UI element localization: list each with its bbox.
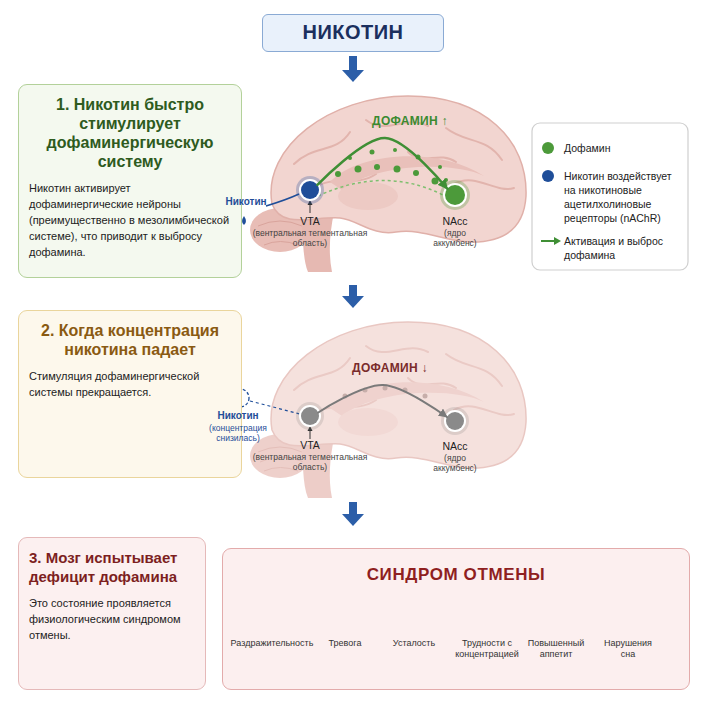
arrow-shaft xyxy=(349,56,357,72)
region-name: VTA xyxy=(245,215,375,228)
legend-swatch xyxy=(542,170,554,182)
dopamine-dot xyxy=(394,166,401,173)
title-box: НИКОТИН xyxy=(262,14,444,52)
dopamine-pathway-arrow xyxy=(318,385,447,417)
step-box: 2. Когда концентрация никотина падаетСти… xyxy=(18,310,242,478)
box-heading: 1. Никотин быстро стимулирует дофаминерг… xyxy=(29,95,231,171)
edge-label: ДОФАМИН ↓ xyxy=(340,361,440,375)
nacc-circle: NAcc(ядро аккумбенс) xyxy=(446,412,464,430)
faded-dot xyxy=(363,388,368,393)
dopamine-dot xyxy=(374,164,380,170)
circle-caption: VTA(вентральная тегментальная область) xyxy=(245,439,375,472)
dopamine-dot xyxy=(370,150,375,155)
arrow-head xyxy=(342,70,364,82)
dopamine-pathway-arrow xyxy=(317,138,447,189)
dopamine-dot xyxy=(355,166,362,173)
arrow-head xyxy=(342,296,364,308)
connectors xyxy=(317,138,447,417)
nicotine-label: (концентрация снизилась) xyxy=(205,423,271,443)
legend-box xyxy=(532,123,688,270)
dopamine-dots xyxy=(335,148,448,185)
symptom-label: Повышенный аппетит xyxy=(523,638,589,660)
legend-text: Никотин воздействует на никотиновые ацет… xyxy=(564,169,682,225)
dopamine-dot xyxy=(444,178,448,182)
nacc-circle: NAcc(ядро аккумбенс) xyxy=(445,185,465,205)
circle-caption: NAcc(ядро аккумбенс) xyxy=(423,440,487,473)
dopamine-dot xyxy=(438,165,442,169)
faded-dot xyxy=(343,394,348,399)
region-description: (вентральная тегментальная область) xyxy=(245,452,375,472)
region-description: (ядро аккумбенс) xyxy=(423,453,487,473)
dopamine-dot xyxy=(416,155,421,160)
arrow-head xyxy=(342,514,364,526)
faded-dot xyxy=(383,386,388,391)
dopamine-dot xyxy=(348,156,352,160)
symptom-label: Нарушения сна xyxy=(600,638,656,660)
vta-circle: VTA(вентральная тегментальная область) xyxy=(301,181,319,199)
dopamine-dot xyxy=(432,178,439,185)
nicotine-label: Никотин xyxy=(210,410,266,422)
pointer-line xyxy=(310,204,311,213)
symptom-label: Трудности с концентрацией xyxy=(448,638,526,660)
box-heading: 3. Мозг испытывает дефицит дофамина xyxy=(29,548,195,586)
faded-dot xyxy=(403,388,408,393)
syndrome-box: СИНДРОМ ОТМЕНЫ xyxy=(222,548,690,690)
brain-illustration xyxy=(250,96,526,272)
arrow-shaft xyxy=(349,502,357,515)
region-name: NAcc xyxy=(423,215,487,228)
circle-caption: VTA(вентральная тегментальная область) xyxy=(245,215,375,248)
legend-text: Дофамин xyxy=(564,141,682,155)
region-name: VTA xyxy=(245,439,375,452)
legend-arrow-sample xyxy=(541,240,555,242)
pointer-head xyxy=(308,200,313,205)
faded-dots xyxy=(343,386,428,399)
faded-dot xyxy=(423,394,428,399)
box-heading: 2. Когда концентрация никотина падает xyxy=(29,321,231,359)
step-box: 1. Никотин быстро стимулирует дофаминерг… xyxy=(18,84,242,278)
pointer-line xyxy=(310,430,311,439)
dopamine-dot xyxy=(335,171,341,177)
legend-text: Активация и выброс дофамина xyxy=(564,234,682,262)
symptom-label: Усталость xyxy=(383,638,445,649)
brain-illustration xyxy=(250,322,526,498)
circle-caption: NAcc(ядро аккумбенс) xyxy=(423,215,487,248)
nicotine-line xyxy=(266,194,299,206)
box-body: Это состояние проявляется физиологически… xyxy=(29,595,195,643)
vta-circle: VTA(вентральная тегментальная область) xyxy=(301,407,319,425)
legend-arrow-head xyxy=(554,237,561,245)
dopamine-dot xyxy=(413,170,419,176)
region-description: (ядро аккумбенс) xyxy=(423,228,487,248)
arrow-shaft xyxy=(349,285,357,297)
region-description: (вентральная тегментальная область) xyxy=(245,228,375,248)
box-heading: СИНДРОМ ОТМЕНЫ xyxy=(233,565,679,584)
box-body: Стимуляция дофаминергической системы пре… xyxy=(29,368,231,400)
symptom-label: Раздражительность xyxy=(224,638,320,649)
symptom-label: Тревога xyxy=(315,638,375,649)
nicotine-drop xyxy=(242,216,246,225)
pointer-head xyxy=(308,426,313,431)
region-name: NAcc xyxy=(423,440,487,453)
dopamine-dot xyxy=(393,148,397,152)
legend-swatch xyxy=(542,142,554,154)
step-box: 3. Мозг испытывает дефицит дофаминаЭто с… xyxy=(18,537,206,690)
edge-label: ДОФАМИН ↑ xyxy=(360,114,460,128)
dopamine-dash-arc xyxy=(318,181,445,197)
nicotine-label: Никотин xyxy=(218,196,274,208)
box-body: Никотин активирует дофаминергические ней… xyxy=(29,180,231,260)
